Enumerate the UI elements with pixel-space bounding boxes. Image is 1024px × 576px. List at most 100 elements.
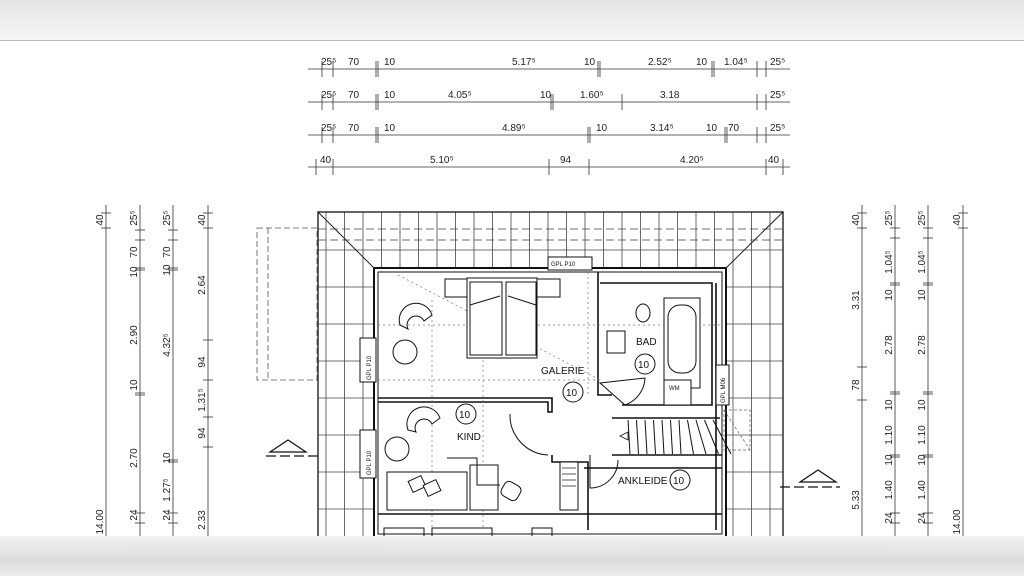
dimension-label: 10 (596, 123, 608, 134)
stair-step (636, 419, 639, 455)
room-number-kind: 10 (459, 410, 471, 421)
washing-machine-label: WM (669, 386, 680, 392)
kind-door-icon (509, 413, 549, 456)
shelf-lines (562, 467, 576, 487)
dimension-label: 2.78 (917, 335, 928, 355)
dimension-label: 3.18 (660, 90, 680, 101)
dimension-label: 10 (884, 399, 895, 411)
chimney-right (715, 364, 730, 406)
dimension-label: 10 (706, 123, 718, 134)
dimension-label: 94 (197, 356, 208, 368)
room-number-galerie: 10 (566, 388, 578, 399)
armchair-icon (398, 302, 433, 331)
dimension-label: 10 (129, 266, 140, 278)
dimension-label: 10 (162, 452, 173, 464)
dimension-label: 70 (129, 246, 140, 258)
dimension-label: 70 (162, 246, 173, 258)
round-table-icon (392, 339, 418, 365)
dimension-label: 1.40 (884, 480, 895, 500)
stair-step (661, 419, 665, 455)
dimension-label: 4.32⁵ (162, 333, 173, 357)
dimension-label: 25⁵ (321, 90, 336, 101)
stair-step (678, 419, 682, 455)
room-number-circle (562, 381, 584, 403)
double-bed-icon (444, 277, 561, 359)
staircase (627, 419, 732, 455)
dimension-label: 78 (851, 379, 862, 391)
hip-line-left (317, 211, 375, 269)
section-marker-left (266, 439, 320, 457)
stair-step (670, 419, 673, 455)
dimension-label: 10 (884, 454, 895, 466)
stair-step (712, 419, 732, 455)
dimension-label: 10 (129, 379, 140, 391)
dimension-label: 2.90 (129, 325, 140, 345)
dimension-label: 25⁵ (770, 90, 785, 101)
section-marker-right (780, 469, 840, 488)
dimension-label: 2.78 (884, 335, 895, 355)
cabinet-icon (469, 464, 499, 511)
chimney-left-lower (359, 429, 377, 479)
dimension-label: 25⁵ (770, 57, 785, 68)
stair-step (653, 419, 656, 455)
dimension-label: 1.04⁵ (884, 250, 895, 274)
room-name-ankleide: ANKLEIDE (618, 476, 668, 487)
dimension-label: 40 (320, 155, 332, 166)
stair-direction-arrow (619, 431, 629, 441)
dimension-label: 25⁵ (770, 123, 785, 134)
dormer-outline (256, 227, 318, 381)
dimension-label: 2.52⁵ (648, 57, 672, 68)
dimension-label: 40 (851, 214, 862, 226)
dimension-label: 5.33 (851, 490, 862, 510)
ankleide-door-icon (589, 455, 619, 489)
dimension-label: 10 (162, 264, 173, 276)
stair-step (644, 419, 648, 455)
dimension-label: 24 (884, 512, 895, 524)
stair-step (687, 419, 694, 455)
washing-machine-box (663, 379, 692, 406)
dimension-label: 2.64 (197, 275, 208, 295)
office-chair-icon (500, 480, 522, 502)
bad-door-icon (598, 377, 646, 406)
room-name-bad: BAD (636, 337, 657, 348)
bottom-blur-band (0, 536, 1024, 576)
room-number-ankleide: 10 (673, 476, 685, 487)
dimension-label: 24 (129, 509, 140, 521)
dimension-label: 2.33 (197, 510, 208, 530)
dimension-label: 2.70 (129, 448, 140, 468)
dimension-label: 1.40 (917, 480, 928, 500)
dimension-label: 1.04⁵ (917, 250, 928, 274)
dimension-label: 40 (952, 214, 963, 226)
stair-step (627, 419, 631, 455)
dimension-label: 1.31⁵ (197, 388, 208, 412)
stair-step (695, 419, 707, 455)
room-name-kind: KIND (457, 432, 481, 443)
room-kind: 10 KIND (455, 403, 481, 443)
dimension-label: 25⁵ (129, 210, 140, 225)
top-blur-band (0, 0, 1024, 41)
chimney-label-top: GPL P10 (551, 262, 576, 268)
dimension-label: 1.10 (917, 425, 928, 445)
room-number-bad: 10 (638, 360, 650, 371)
dimension-label: 10 (696, 57, 708, 68)
dimension-label: 25⁵ (917, 210, 928, 225)
chimney-label-left-lower: GPL P10 (367, 450, 373, 475)
chimney-boxes (359, 256, 730, 479)
dimension-label: 10 (384, 57, 396, 68)
dimension-label: 10 (917, 399, 928, 411)
dimension-label: 25⁵ (884, 210, 895, 225)
dimension-label: 14.00 (95, 509, 106, 534)
dimension-label: 1.10 (884, 425, 895, 445)
dimension-label: 5.10⁵ (430, 155, 454, 166)
dimension-label: 1.60⁵ (580, 90, 604, 101)
dimension-label: 25⁵ (162, 210, 173, 225)
room-ankleide: ANKLEIDE 10 (618, 469, 691, 491)
dimension-label: 14.00 (952, 509, 963, 534)
chimney-top (547, 256, 593, 271)
armchair-icon (406, 406, 441, 433)
stair-void (723, 409, 751, 451)
room-name-galerie: GALERIE (541, 366, 585, 377)
